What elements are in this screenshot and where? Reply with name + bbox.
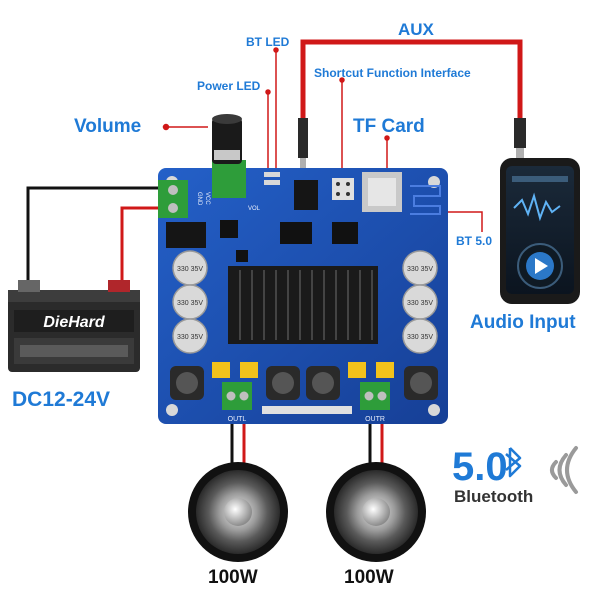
shortcut-function-interface-label: Shortcut Function Interface: [314, 66, 471, 80]
capacitor-label: 330 35V: [407, 300, 433, 307]
speaker-left-power-label: 100W: [208, 567, 258, 588]
bt-led-label: BT LED: [246, 35, 290, 49]
bluetooth-icon: [505, 447, 522, 478]
amplifier-board: GND VCC VOL: [158, 114, 448, 424]
speaker-left: [188, 462, 288, 562]
capacitors: 330 35V 330 35V 330 35V 330 35V 330 35V …: [172, 250, 438, 354]
volume-label: Volume: [74, 116, 142, 137]
capacitor-label: 330 35V: [177, 334, 203, 341]
vcc-mark: VCC: [204, 192, 210, 205]
dc-voltage-label: DC12-24V: [12, 388, 111, 411]
bluetooth-word: Bluetooth: [454, 487, 533, 506]
power-wires: [26, 186, 168, 290]
out-right-mark: OUTR: [365, 416, 385, 423]
out-left-mark: OUTL: [228, 416, 247, 423]
power-led-label: Power LED: [197, 79, 261, 93]
vol-mark: VOL: [248, 206, 261, 212]
sound-waves-icon: [550, 446, 578, 494]
bt-version-label: BT 5.0: [456, 234, 493, 248]
battery: DieHard: [8, 280, 140, 372]
audio-player: [500, 158, 580, 304]
speaker-right: [326, 462, 426, 562]
capacitor-label: 330 35V: [177, 266, 203, 273]
capacitor-label: 330 35V: [407, 266, 433, 273]
aux-label: AUX: [398, 20, 434, 39]
speaker-right-power-label: 100W: [344, 567, 394, 588]
battery-brand: DieHard: [43, 314, 106, 331]
callout-lines: [162, 47, 483, 232]
inductors: [170, 366, 438, 400]
capacitor-label: 330 35V: [407, 334, 433, 341]
bluetooth-badge: 5.0 Bluetooth: [452, 445, 578, 506]
audio-input-label: Audio Input: [470, 312, 576, 333]
bluetooth-version: 5.0: [452, 445, 508, 489]
tf-card-label: TF Card: [353, 116, 425, 137]
gnd-mark: GND: [196, 192, 202, 206]
capacitor-label: 330 35V: [177, 300, 203, 307]
